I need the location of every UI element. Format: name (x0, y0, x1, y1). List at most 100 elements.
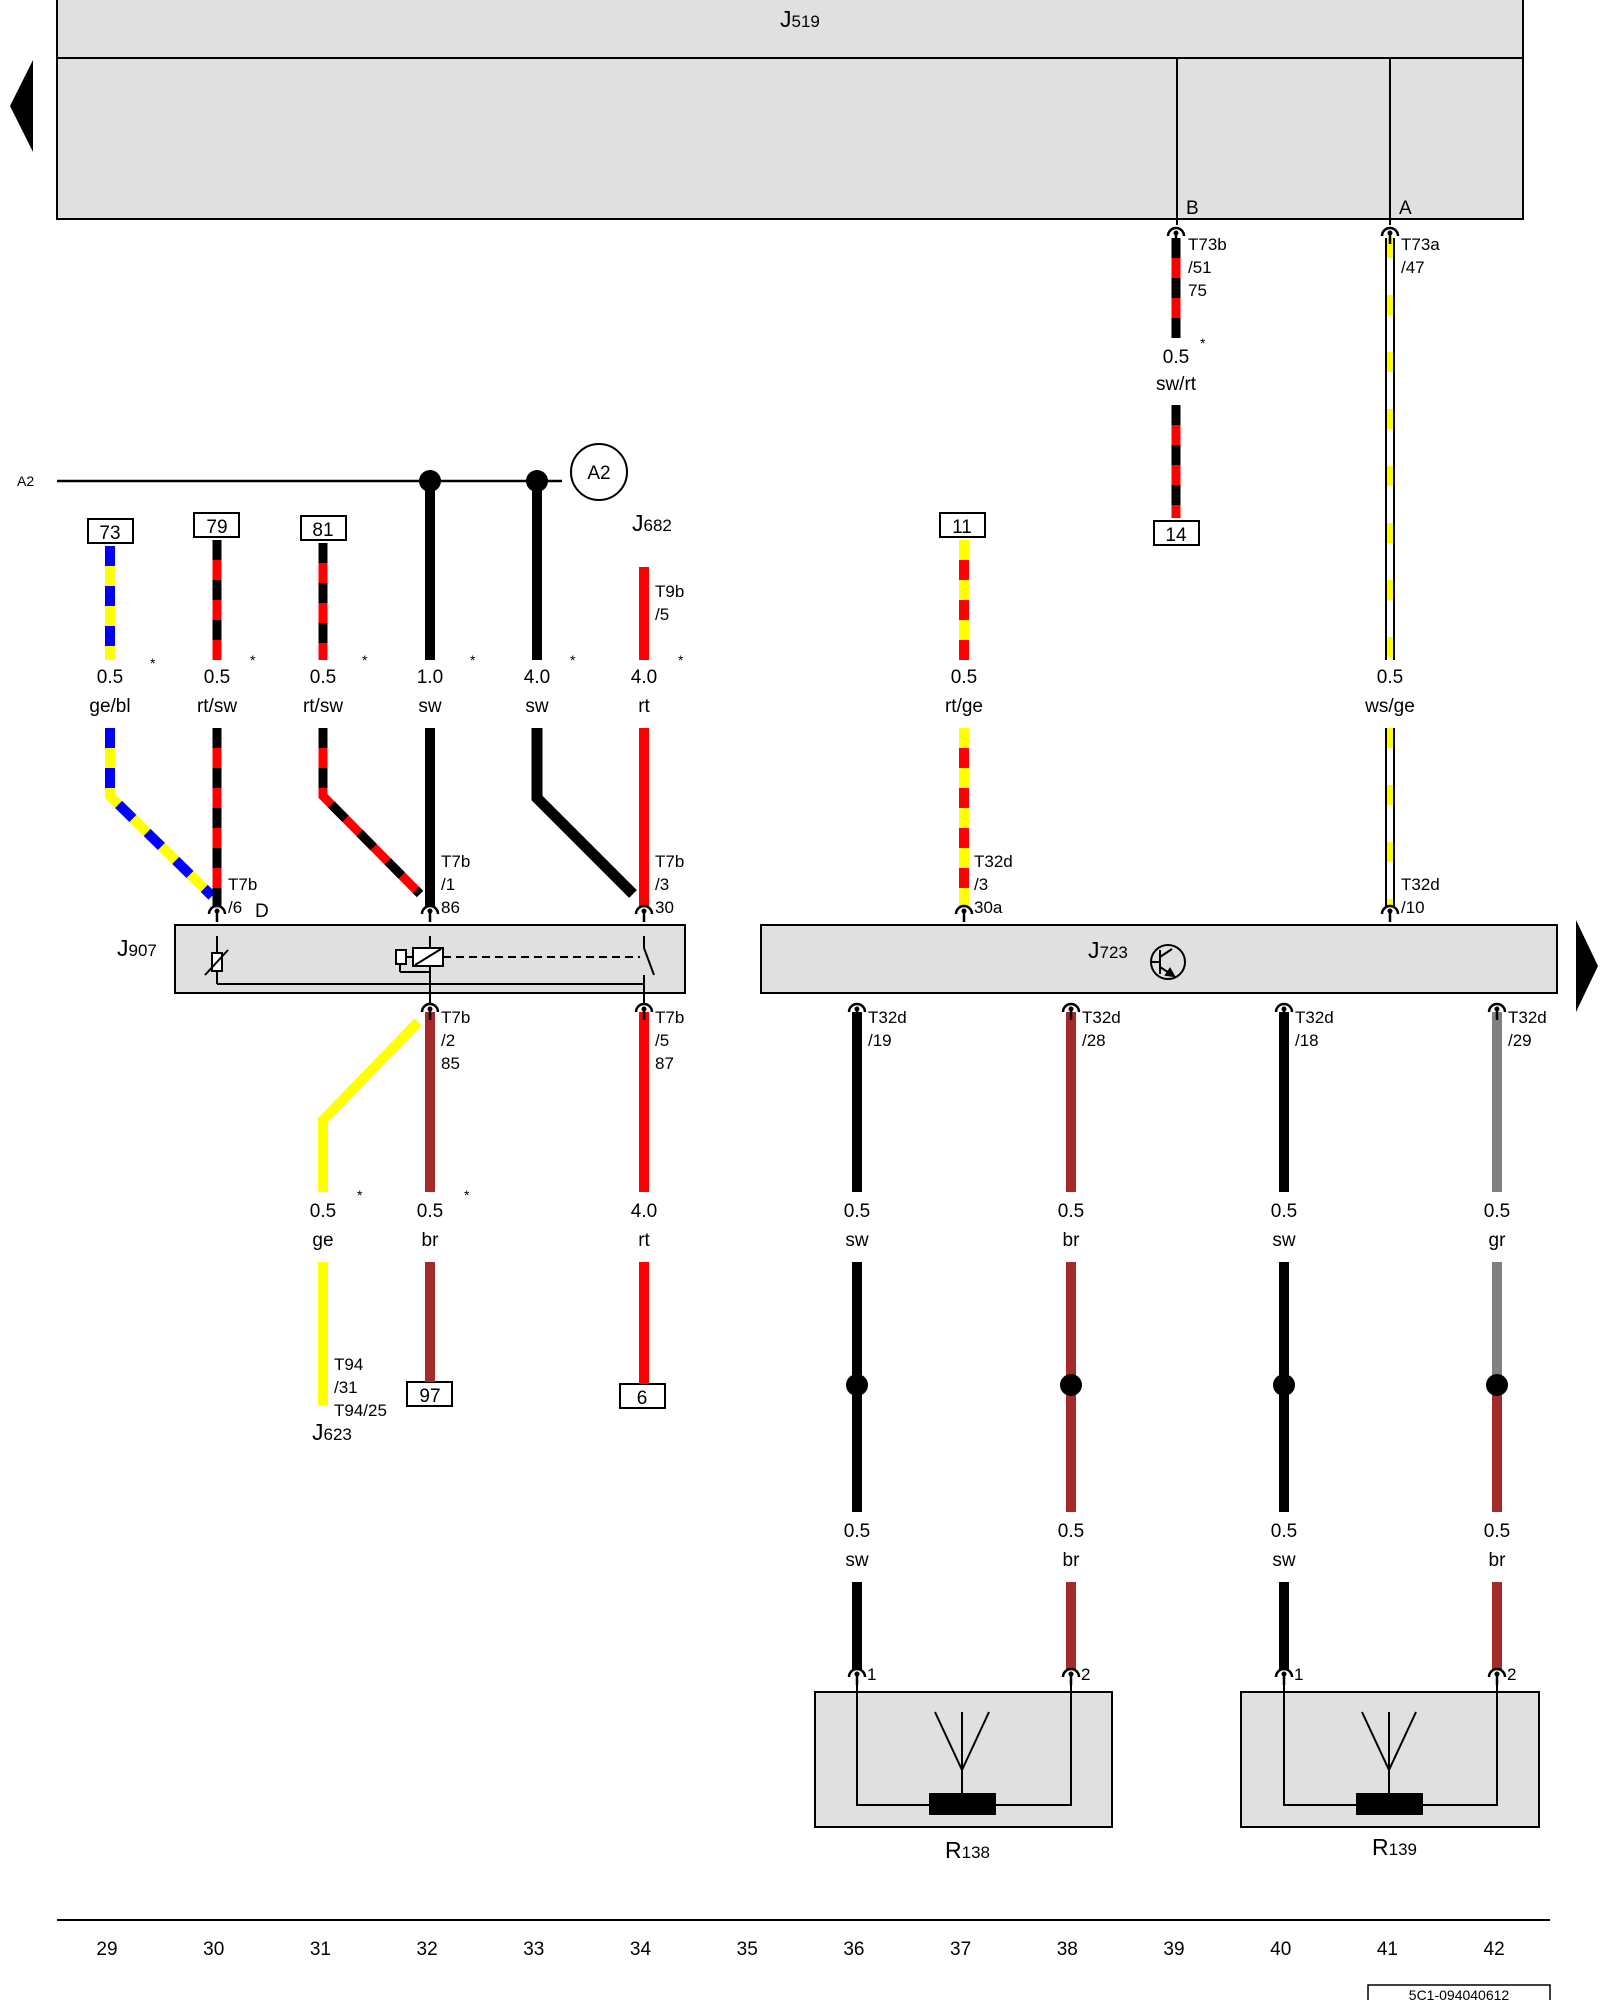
svg-text:T9b: T9b (655, 582, 684, 601)
grid-number: 34 (630, 1939, 652, 1960)
svg-text:0.5: 0.5 (1484, 1201, 1510, 1222)
svg-text:T7b: T7b (441, 852, 470, 871)
svg-text:T32d: T32d (974, 852, 1013, 871)
wire-label-40a: 0.5sw (1271, 1201, 1297, 1251)
svg-text:0.5: 0.5 (1058, 1201, 1084, 1222)
svg-text:0.5: 0.5 (204, 667, 230, 688)
svg-text:0.5: 0.5 (844, 1521, 870, 1542)
grid-number: 38 (1057, 1939, 1078, 1960)
connector-t32d-10: T32d/10 (1401, 875, 1440, 917)
connector-pin (420, 904, 440, 922)
splice-dot (1060, 1374, 1082, 1396)
svg-text:86: 86 (441, 898, 460, 917)
wire-label-br: 0.5br* (417, 1187, 470, 1251)
j623-label: J623 (312, 1419, 352, 1445)
r139-label: R139 (1372, 1834, 1417, 1860)
svg-text:0.5: 0.5 (1377, 667, 1403, 688)
splice-dot (846, 1374, 868, 1396)
svg-text:/3: /3 (974, 875, 988, 894)
svg-text:sw: sw (525, 696, 549, 717)
svg-text:*: * (570, 652, 576, 668)
svg-text:/2: /2 (441, 1031, 455, 1050)
svg-text:*: * (678, 652, 684, 668)
connector-t32d-18: T32d/18 (1295, 1008, 1334, 1050)
svg-text:rt/sw: rt/sw (303, 696, 343, 717)
svg-text:*: * (357, 1187, 363, 1203)
wire-ge-bl-lower (105, 728, 216, 900)
connector-t73a: T73a/47 (1401, 235, 1440, 277)
svg-text:73: 73 (99, 523, 120, 544)
svg-text:rt/sw: rt/sw (197, 696, 237, 717)
connector-pin (847, 1002, 867, 1020)
connector-t32d-29: T32d/29 (1508, 1008, 1547, 1050)
svg-text:sw: sw (1272, 1230, 1296, 1251)
pin-b: B (1186, 198, 1199, 219)
ref-box-73: 73 (87, 518, 134, 544)
svg-text:/10: /10 (1401, 898, 1425, 917)
svg-text:/29: /29 (1508, 1031, 1532, 1050)
connector-pin (1166, 226, 1186, 244)
r138-pin-2: 2 (1081, 1665, 1090, 1684)
svg-text:*: * (464, 1187, 470, 1203)
svg-text:/5: /5 (655, 1031, 669, 1050)
wire-label-ge: 0.5ge* (310, 1187, 363, 1251)
wire-sw-4-lower (531, 728, 637, 898)
bus-label: A2 (17, 473, 34, 489)
connector-pin (420, 1002, 440, 1020)
connector-t7b-1: T7b/186 (441, 852, 470, 917)
svg-text:br: br (1063, 1550, 1081, 1571)
j682-label: J682 (632, 510, 672, 536)
wire-rt-sw-2-lower (318, 728, 424, 898)
antenna-icon (1283, 1677, 1498, 1815)
grid-number: 32 (417, 1939, 438, 1960)
svg-text:T32d: T32d (1401, 875, 1440, 894)
wire-label-rt-sw-1: 0.5rt/sw* (197, 652, 256, 717)
arrow-left-icon[interactable] (10, 60, 33, 152)
wires (105, 226, 1508, 1685)
svg-text:0.5: 0.5 (951, 667, 977, 688)
grid-number: 33 (523, 1939, 544, 1960)
connector-t7b-2: T7b/285 (441, 1008, 470, 1073)
svg-text:*: * (362, 652, 368, 668)
ref-box-14: 14 (1153, 520, 1200, 546)
j907-label: J907 (117, 935, 157, 961)
pin-d: D (255, 901, 269, 922)
j519-box (56, 0, 1524, 220)
svg-text:0.5: 0.5 (1163, 347, 1189, 368)
wire-label-sw-1: 1.0sw* (417, 652, 476, 717)
svg-text:4.0: 4.0 (631, 667, 657, 688)
wire-label-38b: 0.5 br (1058, 1521, 1084, 1571)
wire-label-rt-4: 4.0rt* (631, 652, 684, 717)
r138-pin-1: 1 (867, 1665, 876, 1684)
svg-text:ws/ge: ws/ge (1364, 696, 1415, 717)
wire-label-rt-ge: 0.5rt/ge (945, 667, 983, 717)
svg-text:sw: sw (1272, 1550, 1296, 1571)
connector-pin (1380, 904, 1400, 922)
svg-text:4.0: 4.0 (631, 1201, 657, 1222)
svg-text:11: 11 (952, 517, 972, 538)
svg-text:87: 87 (655, 1054, 674, 1073)
svg-text:*: * (150, 655, 156, 671)
footer-code: 5C1-094040612 (1409, 1987, 1510, 2000)
svg-text:/5: /5 (655, 605, 669, 624)
grid-number: 42 (1484, 1939, 1505, 1960)
svg-text:T7b: T7b (441, 1008, 470, 1027)
svg-text:4.0: 4.0 (524, 667, 550, 688)
wire-label-36b: 0.5 sw (844, 1521, 870, 1571)
grid-number: 40 (1270, 1939, 1291, 1960)
svg-text:0.5: 0.5 (310, 1201, 336, 1222)
svg-text:sw: sw (845, 1550, 869, 1571)
svg-text:/19: /19 (868, 1031, 892, 1050)
svg-text:0.5: 0.5 (1271, 1521, 1297, 1542)
svg-text:T32d: T32d (868, 1008, 907, 1027)
arrow-right-icon[interactable] (1576, 920, 1598, 1012)
svg-text:1.0: 1.0 (417, 667, 443, 688)
svg-text:0.5: 0.5 (1058, 1521, 1084, 1542)
ref-box-97: 97 (406, 1381, 453, 1407)
antenna-icon (856, 1677, 1072, 1815)
